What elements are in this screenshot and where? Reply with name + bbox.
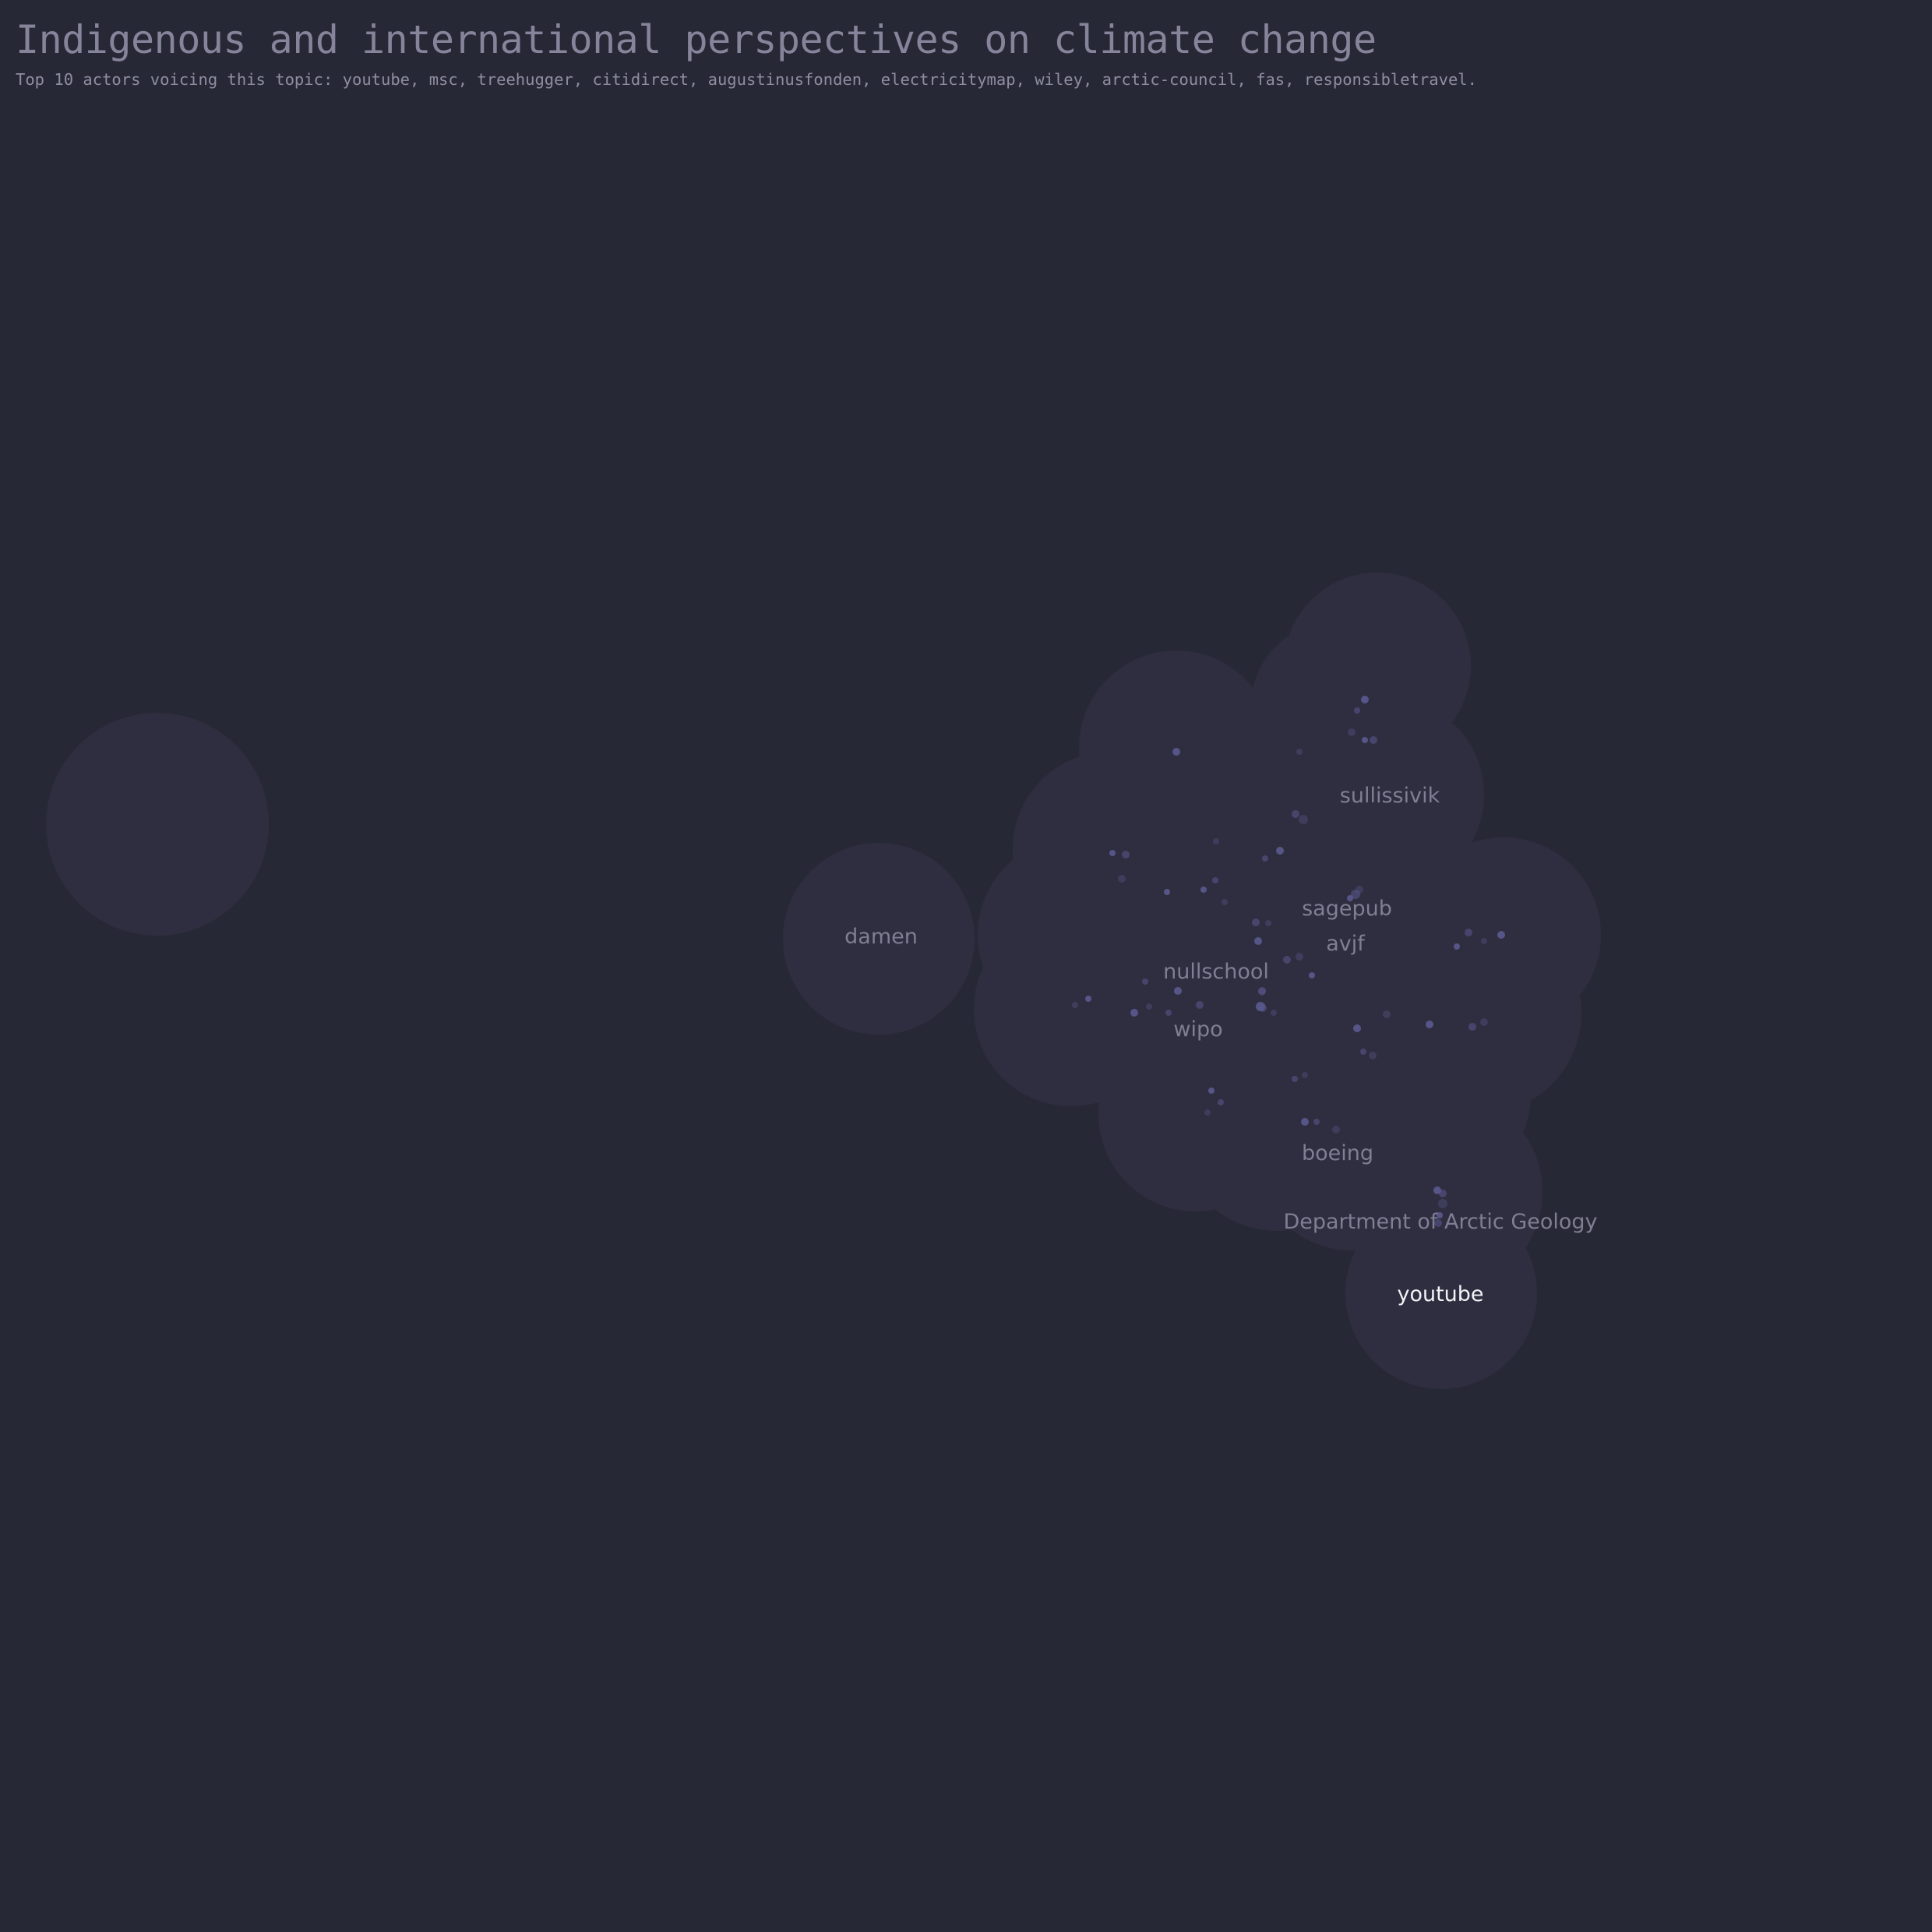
cluster-dot [1172,748,1180,756]
cluster-dot [1200,887,1207,893]
cluster-dot [1164,889,1170,895]
cluster-dot [1204,1109,1211,1116]
cluster-dot [1347,895,1353,901]
cluster-labels: sullissivik damen sagepub avjf nullschoo… [844,784,1597,1306]
cluster-dot [1174,987,1182,995]
cluster-bubble [1176,701,1394,919]
cluster-dot [1072,1002,1078,1008]
cluster-dot [1292,810,1299,818]
cluster-dot [1165,1010,1172,1016]
cluster-dot [1208,1088,1215,1094]
cluster-dot [1356,886,1363,894]
cluster-dot [1196,1001,1204,1009]
cluster-dot [1369,1052,1377,1059]
cluster-dot [1212,877,1218,883]
cluster-dot [1481,938,1487,944]
cluster-dot [1085,996,1091,1002]
cluster-bubbles [46,573,1601,1389]
cluster-dot [1434,1219,1442,1227]
cluster-dot [1480,1018,1488,1026]
cluster-dot [1313,1119,1320,1125]
cluster-dot [1276,847,1284,855]
cluster-bubble [783,843,975,1035]
label-avjf[interactable]: avjf [1326,932,1366,956]
cluster-dot [1497,931,1505,939]
cluster-dot [1383,1010,1391,1018]
label-wipo[interactable]: wipo [1173,1017,1222,1042]
cluster-dot [1370,736,1377,744]
cluster-dots [1072,696,1505,1227]
cluster-dot [1299,815,1308,824]
cluster-dot [1146,1003,1152,1010]
page-title: Indigenous and international perspective… [16,17,1377,62]
cluster-dot [1130,1009,1138,1017]
label-youtube[interactable]: youtube [1397,1282,1483,1306]
cluster-dot [1271,1010,1277,1016]
cluster-dot [1353,1024,1361,1032]
cluster-dot [1254,937,1262,945]
cluster-dot [1122,851,1130,858]
cluster-dot [1283,956,1291,964]
cluster-dot [1351,890,1360,899]
cluster-dot [1468,1023,1476,1031]
cluster-dot [1361,696,1369,703]
cluster-dot [1426,1021,1433,1028]
cluster-dot [1296,749,1303,755]
cluster-dot [1262,855,1268,862]
label-nullschool[interactable]: nullschool [1163,960,1269,984]
cluster-dot [1265,920,1271,926]
cluster-dot [1118,875,1126,883]
cluster-dot [1360,1049,1366,1055]
cluster-bubble [1336,997,1531,1192]
cluster-dot [1292,1076,1298,1082]
label-sagepub[interactable]: sagepub [1302,897,1392,921]
cluster-dot [1142,978,1148,985]
cluster-dot [1109,850,1116,856]
cluster-bubble [46,713,269,936]
label-sullissivik[interactable]: sullissivik [1340,784,1440,808]
label-damen[interactable]: damen [844,925,918,949]
cluster-dot [1348,728,1356,736]
cluster-dot [1213,838,1219,844]
label-department-of-arctic-geology[interactable]: Department of Arctic Geology [1283,1210,1597,1234]
cluster-dot [1354,707,1360,714]
cluster-dot [1437,1212,1443,1218]
cluster-dot [1218,1099,1224,1105]
cluster-dot [1252,918,1260,926]
cluster-dot [1258,987,1266,995]
cluster-dot [1259,1004,1267,1012]
cluster-dot [1296,953,1303,961]
cluster-dot [1439,1190,1447,1197]
cluster-dot [1332,1126,1340,1133]
cluster-dot [1438,1199,1447,1208]
cluster-bubble [1345,1197,1537,1389]
label-boeing[interactable]: boeing [1302,1141,1373,1165]
cluster-dot [1362,737,1368,743]
cluster-dot [1258,988,1266,996]
cluster-dot [1222,899,1228,905]
cluster-dot [1309,972,1315,978]
cluster-dot [1302,1072,1308,1078]
page-subtitle: Top 10 actors voicing this topic: youtub… [16,70,1477,89]
cluster-dot [1454,943,1460,950]
cluster-dot [1301,1118,1309,1126]
cluster-dot [1465,929,1472,936]
